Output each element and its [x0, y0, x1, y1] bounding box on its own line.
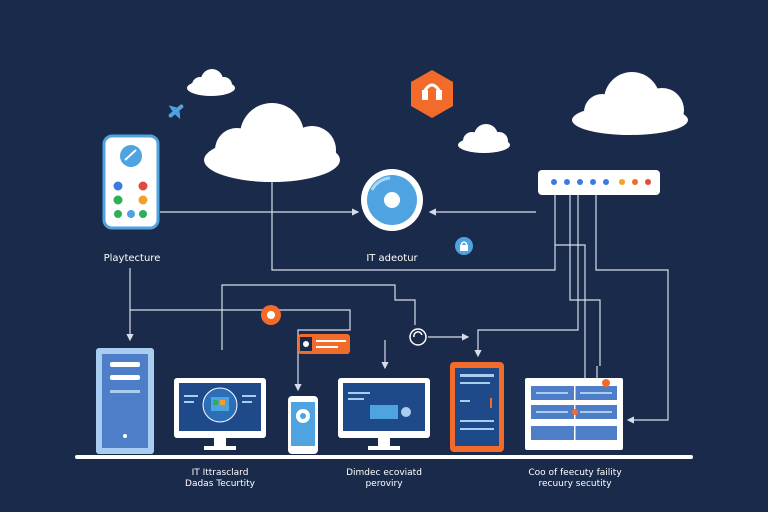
gear-icon — [261, 305, 281, 325]
label-bottom-3-line2: recuury secutity — [538, 479, 612, 489]
wire-to-tablet — [474, 195, 579, 358]
phone-app-icon — [102, 134, 160, 230]
cloud-icon — [458, 124, 510, 153]
wire-router-to-rack — [569, 195, 601, 366]
cloud-icon — [187, 69, 235, 96]
sync-icon — [409, 328, 427, 346]
label-bottom-2-line1: Dimdec ecoviatd — [346, 468, 422, 478]
alert-panel-icon — [298, 334, 350, 354]
smartphone-icon — [288, 396, 318, 454]
router-icon — [538, 170, 660, 195]
label-bottom-3: Coo of feecuty faility recuury secutity — [512, 468, 638, 490]
wire-to-rack — [555, 244, 598, 381]
wire-router-right — [595, 195, 669, 424]
server-tower-icon — [96, 348, 154, 454]
label-bottom-1-line1: IT Ittrasclard — [191, 468, 249, 478]
monitor-icon — [338, 378, 430, 450]
cloud-icon — [204, 103, 340, 182]
label-bottom-2-line2: peroviry — [365, 479, 403, 489]
label-left: Playtecture — [103, 253, 161, 264]
shield-lock-icon — [411, 70, 453, 118]
disc-icon — [361, 169, 423, 231]
label-center: IT adeotur — [366, 253, 418, 264]
label-bottom-2: Dimdec ecoviatd peroviry — [334, 468, 434, 490]
rack-server-icon — [525, 378, 623, 450]
airplane-icon — [168, 104, 184, 120]
label-bottom-1-line2: Dadas Tecurtity — [185, 479, 255, 489]
label-bottom-1: IT Ittrasclard Dadas Tecurtity — [170, 468, 270, 490]
lock-badge-icon — [455, 237, 473, 255]
ground-line — [75, 455, 693, 459]
label-bottom-3-line1: Coo of feecuty faility — [528, 468, 622, 478]
monitor-icon — [174, 378, 266, 450]
wire-cloud-down — [271, 180, 556, 271]
wire-to-monitor1 — [221, 284, 416, 350]
tablet-icon — [450, 362, 504, 452]
cloud-icon — [572, 72, 688, 135]
